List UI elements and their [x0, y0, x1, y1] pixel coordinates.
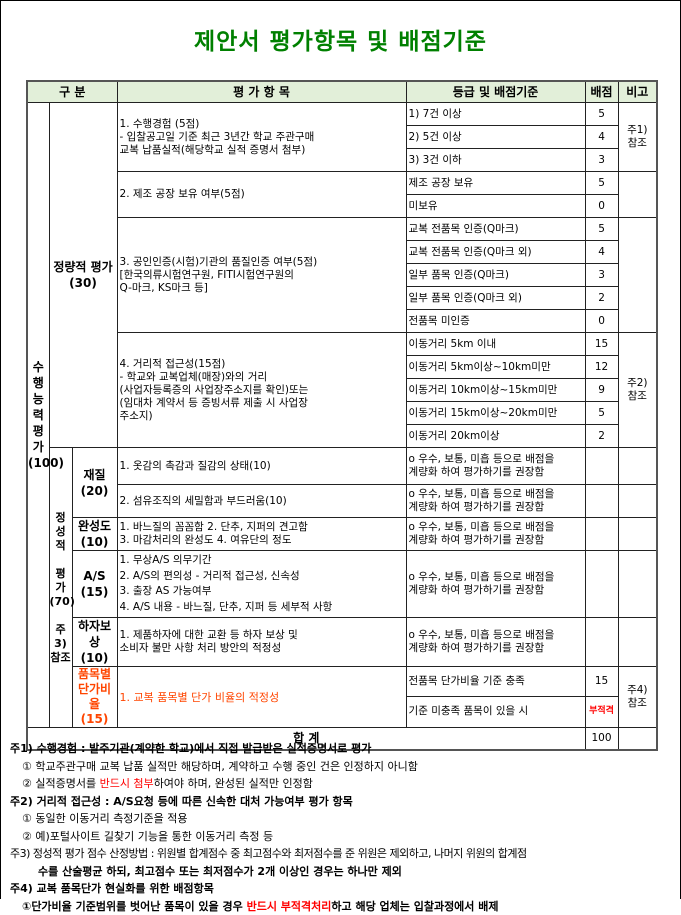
- score-empty: [585, 618, 618, 667]
- item-text: 3. 공인인증(시험)기관의 품질인증 여부(5점) [한국의류시험연구원, F…: [117, 218, 406, 333]
- grade-label: 이동거리 15km이상~20km미만: [406, 402, 585, 425]
- grade-label: 기준 미충족 품목이 있을 시: [406, 696, 585, 727]
- grade-label: 2) 5건 이상: [406, 126, 585, 149]
- grade-label: 일부 품목 인증(Q마크): [406, 264, 585, 287]
- grade-label: 교복 전품목 인증(Q마크 외): [406, 241, 585, 264]
- note-1-1: ① 학교주관구매 교복 납품 실적만 해당하며, 계약하고 수행 중인 건은 인…: [10, 758, 680, 776]
- note-empty: [618, 448, 657, 485]
- grade-label: 이동거리 5km이상~10km미만: [406, 356, 585, 379]
- subcategory-price: 품목별 단가비율 (15): [72, 667, 117, 728]
- grade-label: 일부 품목 인증(Q마크 외): [406, 287, 585, 310]
- grade-label: 제조 공장 보유: [406, 172, 585, 195]
- note-ref: 주2) 참조: [618, 333, 657, 448]
- header-grade: 등급 및 배점기준: [406, 81, 585, 103]
- header-item: 평 가 항 목: [117, 81, 406, 103]
- subcategory-defect: 하자보상 (10): [72, 618, 117, 667]
- grade-score: 5: [585, 218, 618, 241]
- grade-score: 9: [585, 379, 618, 402]
- note-4: 주4) 교복 품목단가 현실화를 위한 배점항목: [10, 880, 680, 898]
- grade-score: 5: [585, 172, 618, 195]
- subcategory-completeness: 완성도 (10): [72, 518, 117, 551]
- grade-score-disqualified: 부적격: [585, 696, 618, 727]
- item-text: 2. 섬유조직의 세밀함과 부드러움(10): [117, 485, 406, 518]
- note-3-cont: 수를 산술평균 하되, 최고점수 또는 최저점수가 2개 이상인 경우는 하나만…: [10, 863, 680, 881]
- grade-text: o 우수, 보통, 미흡 등으로 배점을 계량화 하여 평가하기를 권장함: [406, 485, 585, 518]
- header-note: 비고: [618, 81, 657, 103]
- grade-label: 1) 7건 이상: [406, 103, 585, 126]
- header-score: 배점: [585, 81, 618, 103]
- grade-score: 4: [585, 241, 618, 264]
- note-1-2: ② 실적증명서를 반드시 첨부하여야 하며, 완성된 실적만 인정함: [10, 775, 680, 793]
- score-empty: [585, 551, 618, 618]
- note-text: ② 실적증명서를: [22, 777, 100, 790]
- note-empty: [618, 485, 657, 518]
- grade-score: 5: [585, 402, 618, 425]
- item-text: 1. 제품하자에 대한 교환 등 하자 보상 및 소비자 불만 사항 처리 방안…: [117, 618, 406, 667]
- note-text: 하여야 하며, 완성된 실적만 인정함: [154, 777, 313, 790]
- note-2: 주2) 거리적 접근성 : A/S요청 등에 따른 신속한 대처 가능여부 평가…: [10, 793, 680, 811]
- note-4-1: ①단가비율 기준범위를 벗어난 품목이 있을 경우 반드시 부적격처리하고 해당…: [10, 898, 680, 915]
- grade-score: 15: [585, 333, 618, 356]
- grade-label: 이동거리 10km이상~15km미만: [406, 379, 585, 402]
- note-highlight: 반드시 부적격처리: [247, 900, 332, 913]
- grade-score: 5: [585, 103, 618, 126]
- grade-text: o 우수, 보통, 미흡 등으로 배점을 계량화 하여 평가하기를 권장함: [406, 448, 585, 485]
- grade-label: 이동거리 5km 이내: [406, 333, 585, 356]
- grade-text: o 우수, 보통, 미흡 등으로 배점을 계량화 하여 평가하기를 권장함: [406, 618, 585, 667]
- item-text: 1. 수행경험 (5점) - 입찰공고일 기준 최근 3년간 학교 주관구매 교…: [117, 103, 406, 172]
- note-ref: 주1) 참조: [618, 103, 657, 172]
- category-quantitative: 정량적 평가 (30): [49, 103, 117, 448]
- grade-score: 0: [585, 195, 618, 218]
- note-2-2: ② 예)포털사이트 길찾기 기능을 통한 이동거리 측정 등: [10, 828, 680, 846]
- grade-label: 전품목 단가비율 기준 충족: [406, 667, 585, 697]
- item-text: 1. 바느질의 꼼꼼함 2. 단추, 지퍼의 견고함 3. 마감처리의 완성도 …: [117, 518, 406, 551]
- grade-score: 3: [585, 149, 618, 172]
- grade-label: 전품목 미인증: [406, 310, 585, 333]
- grade-label: 이동거리 20km이상: [406, 425, 585, 448]
- note-3: 주3) 정성적 평가 점수 산정방법 : 위원별 합계점수 중 최고점수와 최저…: [10, 845, 680, 863]
- grade-score: 4: [585, 126, 618, 149]
- header-row: 구 분 평 가 항 목 등급 및 배점기준 배점 비고: [27, 81, 657, 103]
- subcategory-as: A/S (15): [72, 551, 117, 618]
- note-text: ①단가비율 기준범위를 벗어난 품목이 있을 경우: [22, 900, 247, 913]
- grade-score: 12: [585, 356, 618, 379]
- note-2-1: ① 동일한 이동거리 측정기준을 적용: [10, 810, 680, 828]
- item-text: 1. 무상A/S 의무기간 2. A/S의 편의성 - 거리적 접근성, 신속성…: [117, 551, 406, 618]
- note-empty: [618, 618, 657, 667]
- grade-text: o 우수, 보통, 미흡 등으로 배점을 계량화 하여 평가하기를 권장함: [406, 518, 585, 551]
- note-empty: [618, 172, 657, 218]
- grade-score: 2: [585, 425, 618, 448]
- note-empty: [618, 551, 657, 618]
- score-empty: [585, 518, 618, 551]
- grade-score: 15: [585, 667, 618, 697]
- header-category: 구 분: [27, 81, 117, 103]
- grade-text: o 우수, 보통, 미흡 등으로 배점을 계량화 하여 평가하기를 권장함: [406, 551, 585, 618]
- page-title: 제안서 평가항목 및 배점기준: [0, 22, 681, 56]
- item-text: 4. 거리적 접근성(15점) - 학교와 교복업체(매장)와의 거리 (사업자…: [117, 333, 406, 448]
- footnotes: 주1) 수행경험 : 발주기관(계약한 학교)에서 직접 발급받은 실적증명서로…: [10, 740, 680, 915]
- category-main: 수 행 능 력 평 가 (100): [27, 103, 49, 728]
- grade-label: 미보유: [406, 195, 585, 218]
- note-empty: [618, 218, 657, 333]
- score-empty: [585, 448, 618, 485]
- grade-score: 3: [585, 264, 618, 287]
- item-text: 1. 교복 품목별 단가 비율의 적정성: [117, 667, 406, 728]
- item-text: 1. 옷감의 촉감과 질감의 상태(10): [117, 448, 406, 485]
- note-1: 주1) 수행경험 : 발주기관(계약한 학교)에서 직접 발급받은 실적증명서로…: [10, 740, 680, 758]
- grade-label: 3) 3건 이하: [406, 149, 585, 172]
- note-text: 하고 해당 업체는 입찰과정에서 배제: [331, 900, 498, 913]
- grade-label: 교복 전품목 인증(Q마크): [406, 218, 585, 241]
- item-text: 2. 제조 공장 보유 여부(5점): [117, 172, 406, 218]
- category-qualitative: 정 성 적 평 가 (70) 주3) 참조: [49, 448, 72, 728]
- grade-score: 0: [585, 310, 618, 333]
- note-empty: [618, 518, 657, 551]
- note-highlight: 반드시 첨부: [100, 777, 154, 790]
- score-empty: [585, 485, 618, 518]
- subcategory-material: 재질 (20): [72, 448, 117, 518]
- grade-score: 2: [585, 287, 618, 310]
- note-ref: 주4) 참조: [618, 667, 657, 728]
- evaluation-table: 구 분 평 가 항 목 등급 및 배점기준 배점 비고 수 행 능 력 평 가 …: [26, 80, 658, 751]
